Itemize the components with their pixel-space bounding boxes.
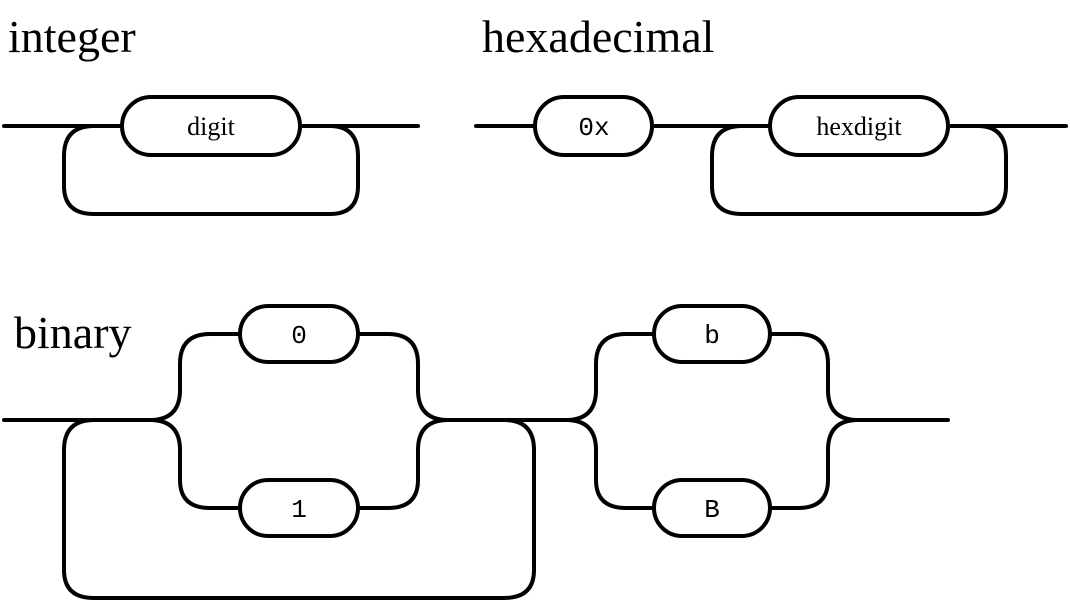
hexadecimal-hexdigit-label: hexdigit	[816, 112, 902, 141]
binary-lower-b-label: b	[704, 321, 720, 351]
binary-zero-node: 0	[238, 304, 360, 364]
integer-diagram: integer digit	[2, 11, 420, 216]
hexadecimal-hexdigit-node: hexdigit	[768, 95, 950, 157]
binary-title: binary	[14, 307, 132, 358]
hexadecimal-diagram: hexadecimal 0x hexdigit	[474, 11, 1068, 216]
binary-upper-b-label: B	[704, 495, 720, 525]
hexadecimal-loop-path	[710, 124, 1008, 216]
binary-lower-b-node: b	[652, 304, 772, 364]
binary-one-node: 1	[238, 478, 360, 538]
binary-zero-label: 0	[291, 321, 307, 351]
hexadecimal-0x-node: 0x	[533, 95, 654, 157]
binary-diagram: binary 0 1 b B	[2, 304, 950, 600]
hexadecimal-0x-label: 0x	[578, 113, 609, 143]
binary-upper-b-node: B	[652, 478, 772, 538]
binary-lower-b-branch	[564, 332, 860, 422]
binary-zero-branch	[148, 332, 450, 422]
integer-title: integer	[8, 11, 136, 62]
integer-digit-node: digit	[120, 95, 302, 157]
binary-upper-b-branch	[564, 418, 860, 510]
hexadecimal-title: hexadecimal	[482, 11, 714, 62]
binary-one-label: 1	[291, 495, 307, 525]
integer-digit-label: digit	[187, 112, 235, 141]
binary-one-branch	[148, 418, 450, 510]
integer-loop-path	[62, 124, 360, 216]
binary-loop-path	[62, 418, 536, 600]
